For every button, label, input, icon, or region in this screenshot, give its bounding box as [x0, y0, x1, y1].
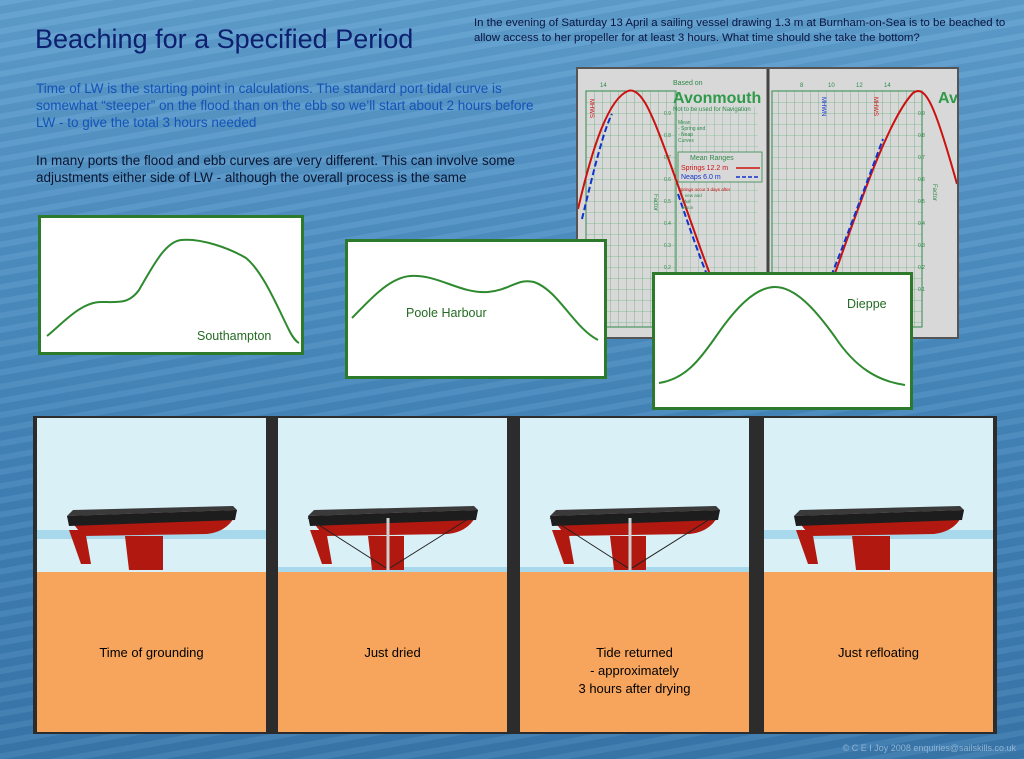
dieppe-label: Dieppe	[847, 297, 887, 311]
springs-note: Springs occur 3 days after	[678, 187, 731, 192]
factor-tick-left: 0.7	[664, 155, 671, 161]
factor-tick-left: 0.6	[664, 177, 671, 183]
legend-curves: Curves	[678, 138, 694, 144]
factor-tick-right: 0.5	[918, 199, 925, 205]
springs-note-2: - new and	[682, 193, 702, 198]
stage-3-caption: Tide returned - approximately 3 hours af…	[578, 645, 691, 696]
stage-tide-returned: Tide returned - approximately 3 hours af…	[520, 418, 749, 732]
avonmouth-name-2: Av	[938, 90, 957, 107]
mhws-label-right: MHWS	[872, 97, 878, 116]
legend-spring: - Spring and	[678, 126, 705, 132]
factor-tick-right: 0.1	[918, 287, 925, 293]
avonmouth-note: Not to be used for Navigation	[673, 107, 751, 113]
factor-tick-right: 0.6	[918, 177, 925, 183]
stage-time-of-grounding: Time of grounding	[37, 418, 266, 732]
right-tick-labels: 8 10 12 14	[800, 83, 891, 89]
yacht-refloating	[794, 506, 964, 570]
mhws-label-left: MHWS	[588, 99, 594, 118]
factor-ticks-right: 0.9 0.8 0.7 0.6 0.5 0.4 0.3 0.2 0.1	[918, 111, 925, 293]
stage-4-caption: Just refloating	[838, 645, 919, 660]
avonmouth-based-on: Based on	[673, 80, 703, 87]
avonmouth-name: Avonmouth	[673, 90, 761, 107]
factor-label-right: Factor	[931, 184, 937, 201]
mhwn-label: MHWN	[820, 97, 826, 116]
copyright: © C E I Joy 2008 enquiries@sailskills.co…	[842, 743, 1016, 753]
springs-note-3: - full	[682, 199, 691, 204]
stage-1-caption: Time of grounding	[99, 645, 204, 660]
tick-label-left: 14	[600, 83, 607, 89]
tick-label-right: 10	[828, 83, 835, 89]
dieppe-curve-box: Dieppe	[652, 272, 913, 410]
intro-question: In the evening of Saturday 13 April a sa…	[474, 17, 1006, 44]
dieppe-curve	[658, 285, 906, 386]
legend-mean: Mean	[678, 120, 691, 126]
southampton-label: Southampton	[197, 329, 272, 343]
factor-tick-left: 0.4	[664, 221, 671, 227]
stage-just-dried: Just dried	[278, 418, 507, 732]
factor-tick-right: 0.2	[918, 265, 925, 271]
tick-label-right: 14	[884, 83, 891, 89]
southampton-curve	[46, 238, 300, 344]
beaching-stages: Time of grounding Just dried	[33, 416, 997, 734]
mean-ranges-label: Mean Ranges	[690, 155, 734, 162]
paragraph-flood-ebb: In many ports the flood and ebb curves a…	[36, 153, 516, 185]
factor-ticks-left: 0.90.80.70.60.50.40.30.20.1	[664, 111, 671, 293]
factor-tick-left: 0.3	[664, 243, 671, 249]
yacht-dried	[307, 506, 478, 570]
tick-label-right: 8	[800, 83, 804, 89]
yacht-tide-returned	[549, 506, 720, 570]
legend-neap: - Neap	[678, 132, 693, 138]
poole-label: Poole Harbour	[406, 306, 487, 320]
neaps-range: Neaps 6.0 m	[681, 174, 721, 181]
left-tick-labels: 14	[600, 83, 607, 89]
stage-just-refloating: Just refloating	[764, 418, 993, 732]
poole-curve-box: Poole Harbour	[345, 239, 607, 379]
factor-tick-right: 0.8	[918, 133, 925, 139]
tick-label-right: 12	[856, 83, 863, 89]
factor-tick-right: 0.9	[918, 111, 925, 117]
springs-range: Springs 12.2 m	[681, 165, 728, 172]
poole-curve	[351, 274, 599, 341]
stage-2-caption: Just dried	[364, 645, 421, 660]
factor-tick-right: 0.3	[918, 243, 925, 249]
factor-tick-left: 0.2	[664, 265, 671, 271]
factor-label-left: Factor	[652, 194, 658, 211]
paragraph-lw-start: Time of LW is the starting point in calc…	[36, 81, 534, 130]
factor-tick-right: 0.7	[918, 155, 925, 161]
springs-note-4: Moon	[682, 205, 694, 210]
page-title: Beaching for a Specified Period	[35, 24, 414, 54]
southampton-curve-box: Southampton	[38, 215, 304, 355]
factor-tick-left: 0.8	[664, 133, 671, 139]
factor-tick-left: 0.9	[664, 111, 671, 117]
factor-tick-right: 0.4	[918, 221, 925, 227]
yacht-afloat	[67, 506, 237, 570]
factor-tick-left: 0.5	[664, 199, 671, 205]
